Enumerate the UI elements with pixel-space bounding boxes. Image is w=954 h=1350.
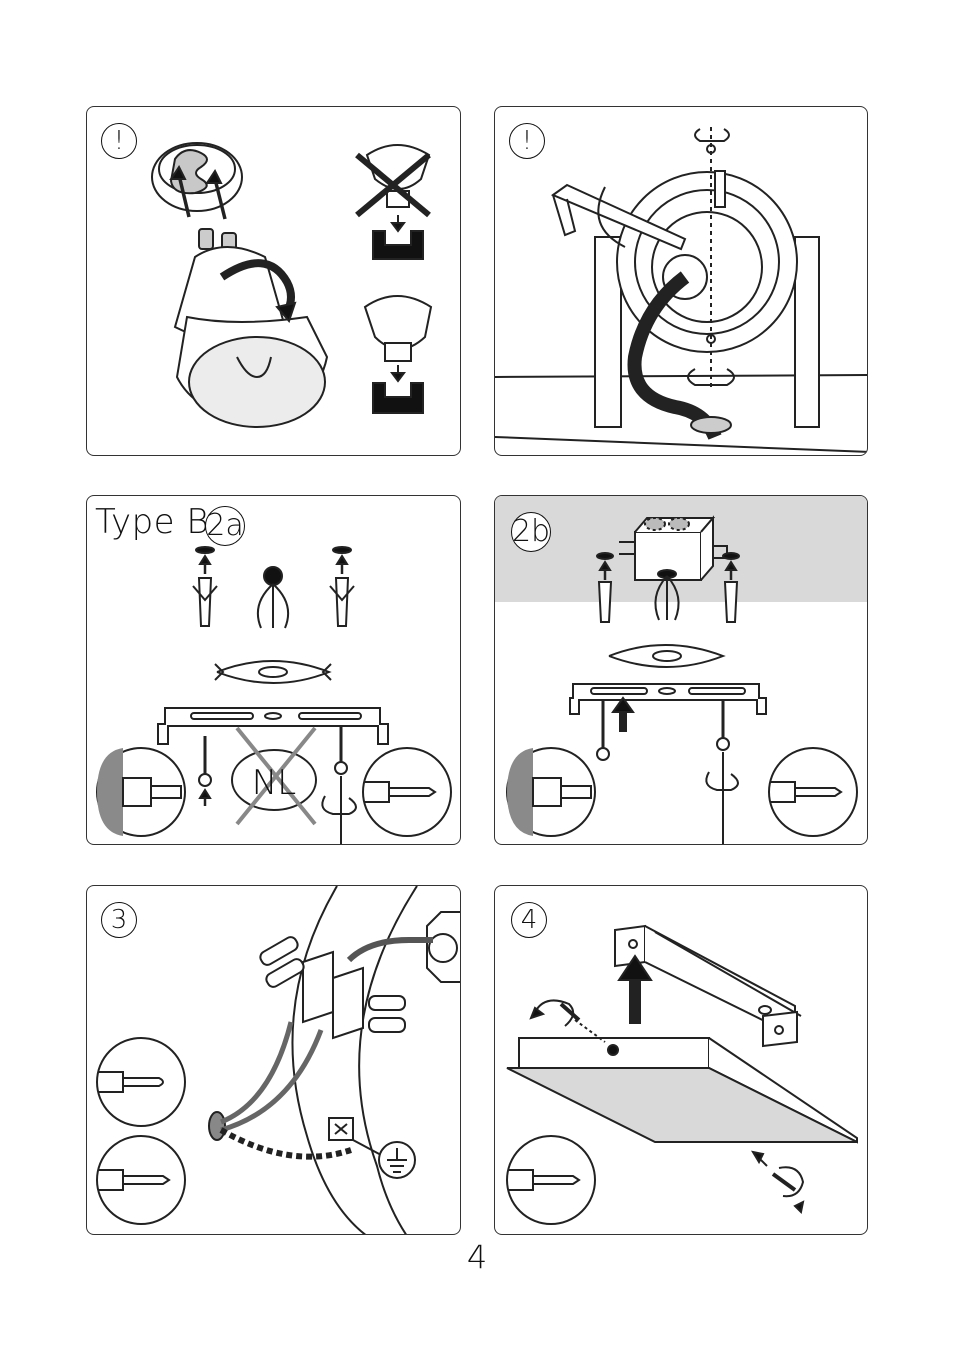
- panel-spot-adjustment: !: [494, 106, 868, 456]
- wiring-illustration: [87, 886, 461, 1235]
- ceiling-mount-2b-illustration: [495, 496, 868, 845]
- warning-badge: !: [509, 123, 545, 159]
- spot-adjustment-illustration: [495, 107, 868, 456]
- fixing-illustration: [495, 886, 868, 1235]
- ceiling-mount-2a-illustration: NL: [87, 496, 461, 845]
- type-label: Type B: [95, 502, 209, 542]
- step-badge-3: 3: [101, 902, 137, 938]
- panel-type-b-2a: NL Type B 2a: [86, 495, 461, 845]
- step-badge-4: 4: [511, 902, 547, 938]
- panel-lamp-insertion: !: [86, 106, 461, 456]
- panel-2b: 2b: [494, 495, 868, 845]
- step-badge-2b: 2b: [511, 512, 551, 552]
- panel-fixing: 4: [494, 885, 868, 1235]
- step-badge-2a: 2a: [205, 506, 245, 546]
- warning-badge: !: [101, 123, 137, 159]
- panel-wiring: 3: [86, 885, 461, 1235]
- nl-label: NL: [252, 763, 296, 803]
- page-number: 4: [0, 1238, 954, 1276]
- lamp-insertion-illustration: [87, 107, 461, 456]
